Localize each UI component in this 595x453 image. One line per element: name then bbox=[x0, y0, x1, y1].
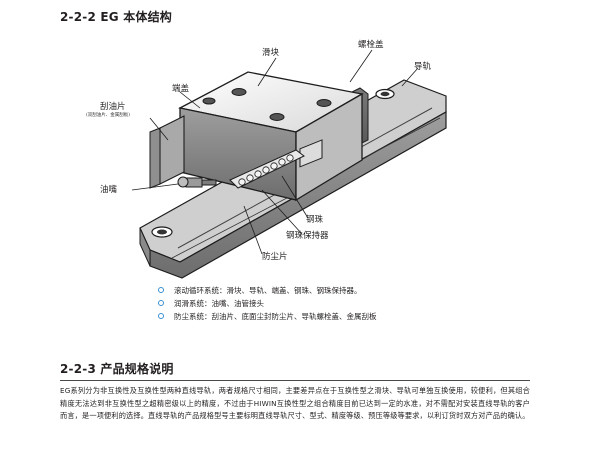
feature-item: 润滑系统：油嘴、油管接头 bbox=[158, 297, 377, 310]
label-rail: 导轨 bbox=[414, 62, 432, 72]
end-cap bbox=[149, 115, 185, 189]
rail-bolt-holes bbox=[151, 88, 395, 238]
section-title-spec: 2-2-3 产品规格说明 bbox=[60, 362, 174, 376]
feature-list: 滚动循环系统：滑块、导轨、端盖、钢珠、钢珠保持器。 润滑系统：油嘴、油管接头 防… bbox=[158, 284, 377, 323]
label-bolt-cover: 螺栓盖 bbox=[358, 40, 384, 50]
section-title-body-structure: 2-2-2 EG 本体结构 bbox=[60, 10, 173, 24]
label-ball-retainer: 钢珠保持器 bbox=[286, 231, 329, 241]
oil-nipple bbox=[177, 176, 217, 188]
label-scraper: 刮油片 bbox=[100, 102, 126, 112]
linear-guide-diagram bbox=[131, 49, 447, 279]
bullet-icon bbox=[158, 313, 164, 319]
label-oil-nipple: 油嘴 bbox=[100, 185, 118, 195]
label-steel-ball: 钢珠 bbox=[306, 215, 324, 225]
label-scraper-sub: (双刮油片、金属刮板) bbox=[86, 113, 131, 118]
bullet-icon bbox=[158, 300, 164, 306]
label-slide-block: 滑块 bbox=[262, 48, 280, 58]
slide-block bbox=[178, 71, 364, 202]
spec-paragraph: EG系列分为非互换性及互换性型两种直线导轨，两者规格尺寸相同，主要差异点在于互换… bbox=[60, 386, 530, 420]
bullet-icon bbox=[158, 287, 164, 293]
steel-balls bbox=[238, 154, 294, 186]
feature-item: 防尘系统：刮油片、底面尘封防尘片、导轨螺栓盖、金属刮板 bbox=[158, 310, 377, 323]
label-dust-seal: 防尘片 bbox=[262, 252, 288, 262]
section-divider bbox=[60, 380, 530, 381]
feature-item: 滚动循环系统：滑块、导轨、端盖、钢珠、钢珠保持器。 bbox=[158, 284, 377, 297]
callout-leaders bbox=[131, 49, 419, 255]
label-end-cap: 端盖 bbox=[172, 84, 190, 94]
